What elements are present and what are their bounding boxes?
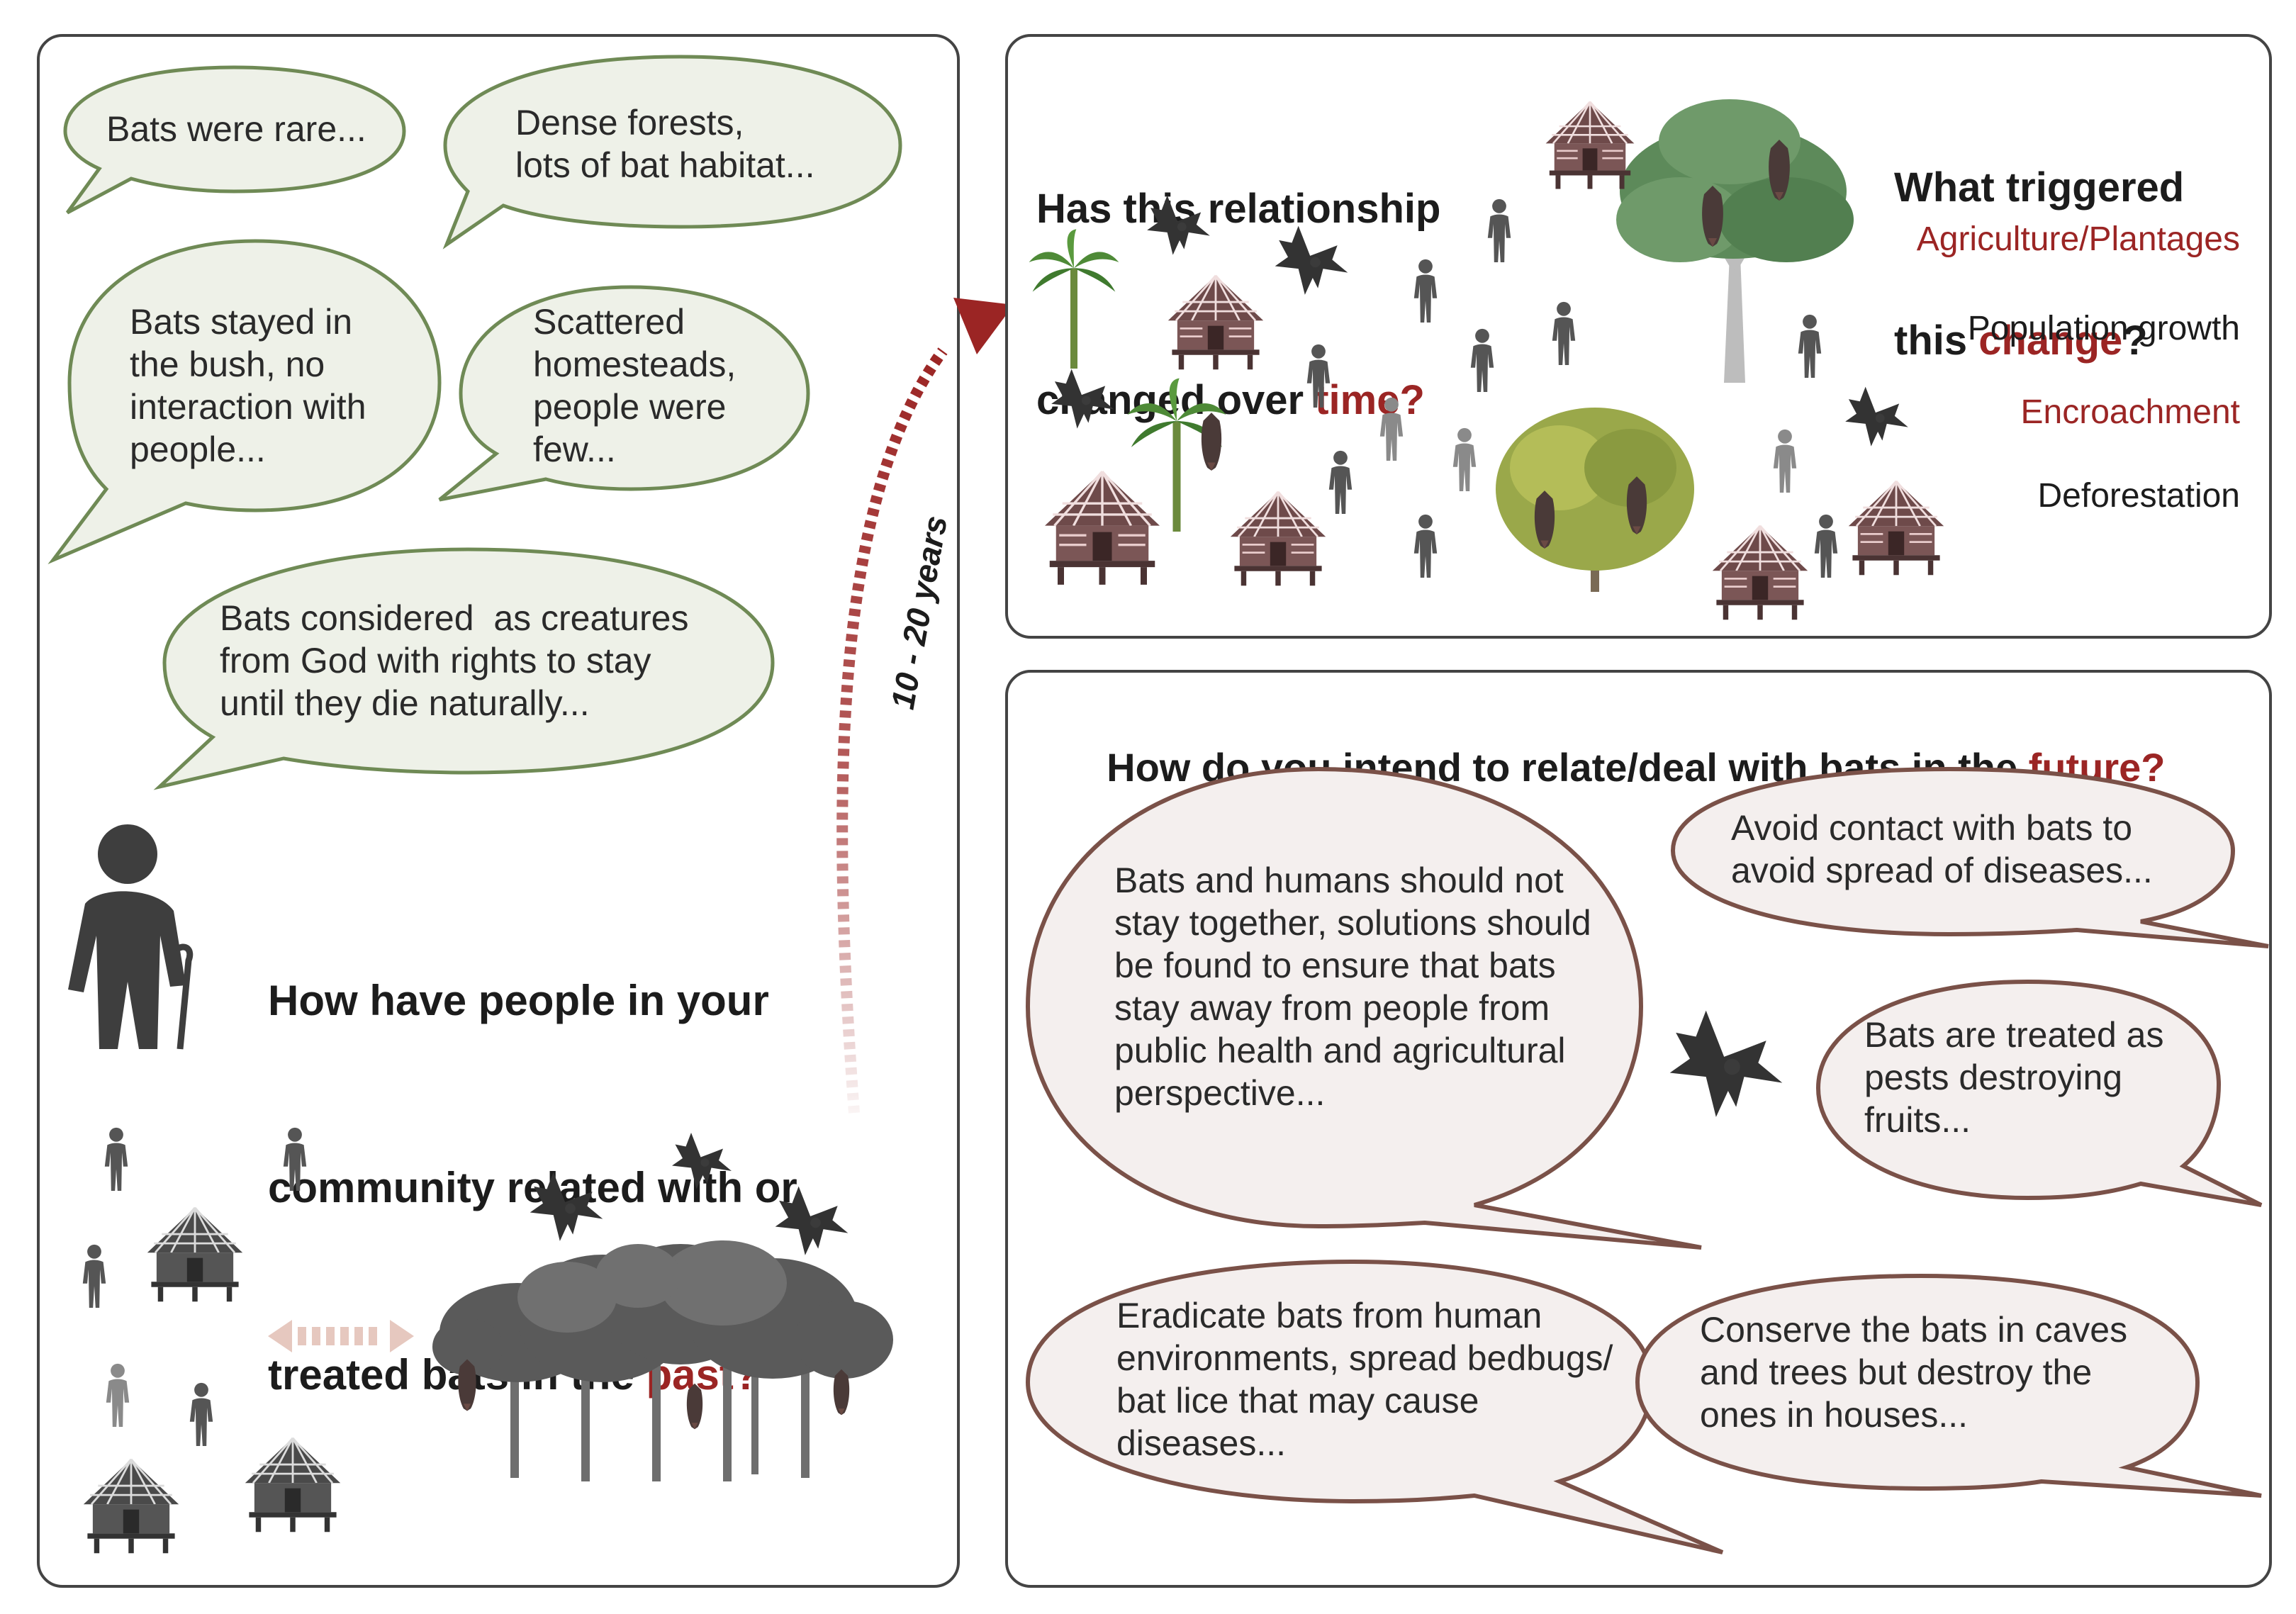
past-bubble-shape-5 [153, 547, 775, 790]
past-bubble-5-text: Bats considered as creatures from God wi… [220, 598, 689, 723]
past-bubble-2-text: Dense forests, lots of bat habitat... [515, 103, 815, 185]
trigger-list: Agriculture/Plantages Population growth … [1815, 220, 2240, 532]
future-bubble-shape-4 [1025, 1259, 1724, 1554]
trigger-question: What triggered this change? [1894, 60, 2184, 417]
elder-person-icon [68, 824, 194, 1050]
future-bubble-1-text: Bats and humans should not stay together… [1114, 861, 1591, 1113]
trigger-question-accent: change [1978, 318, 2123, 364]
past-bubble-shape-3 [47, 239, 442, 564]
future-bubble-shape-3 [1815, 979, 2263, 1207]
future-bubble-shape-1 [1025, 766, 1702, 1250]
arrowhead-icon [953, 298, 1014, 354]
future-bubble-3-text: Bats are treated as pests destroying fru… [1864, 1015, 2164, 1140]
trigger-item-encroachment: Encroachment [2020, 393, 2241, 431]
past-bubble-shape-4 [438, 285, 810, 502]
trigger-question-line-2-prefix: this [1894, 318, 1979, 364]
fruit-tree-icon [1496, 408, 1694, 592]
future-bubble-2-text: Avoid contact with bats to avoid spread … [1731, 808, 2153, 890]
trigger-item-agriculture: Agriculture/Plantages [1916, 220, 2240, 258]
past-bubble-shape-2 [442, 55, 902, 250]
future-bubble-5-text: Conserve the bats in caves and trees but… [1700, 1310, 2128, 1435]
timeline-dotted-path [836, 347, 948, 1114]
future-bubble-shape-5 [1635, 1273, 2262, 1498]
trigger-question-line-1: What triggered [1894, 164, 2185, 211]
future-bubble-shape-2 [1670, 766, 2269, 948]
change-question-line-1: Has this relationship [1036, 186, 1441, 232]
future-bubble-4-text: Eradicate bats from human environments, … [1116, 1296, 1613, 1463]
trigger-question-line-2-suffix: ? [2122, 318, 2148, 364]
trigger-item-deforestation: Deforestation [2037, 477, 2241, 515]
trigger-question-line-2: this change? [1894, 315, 2184, 366]
past-question-line-1: How have people in your [268, 977, 769, 1024]
past-bubble-4-text: Scattered homesteads, people were few... [533, 302, 737, 469]
past-bubble-3-text: Bats stayed in the bush, no interaction … [130, 302, 366, 469]
past-bubble-shape-1 [63, 65, 406, 215]
future-bat-icon [1669, 1010, 1783, 1117]
big-tree-icon [1616, 99, 1854, 383]
trigger-item-population-growth: Population growth [1967, 310, 2240, 347]
change-question-accent: time? [1315, 377, 1425, 423]
double-arrow-icon [268, 1320, 414, 1352]
past-bubble-1-text: Bats were rare... [106, 109, 366, 149]
forest-icon [432, 1240, 893, 1481]
